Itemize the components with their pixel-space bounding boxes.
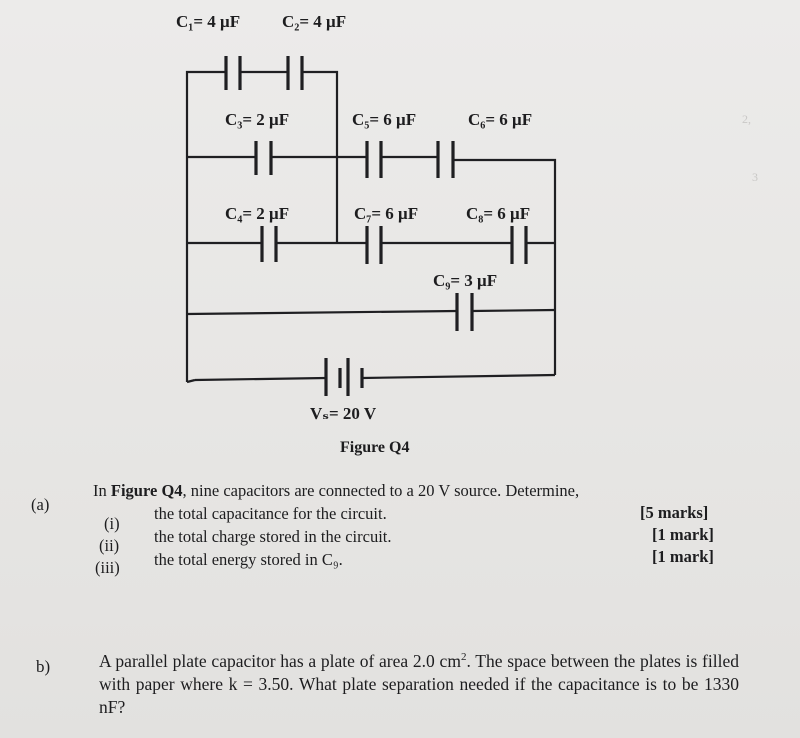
label-c3: C₃= 2 μF <box>225 110 290 129</box>
wire <box>194 376 327 382</box>
question-b-text: A parallel plate capacitor has a plate o… <box>99 646 739 719</box>
part-marks: [5 marks] <box>640 503 709 522</box>
question-a-number: (a) <box>31 495 50 514</box>
part-number: (i) <box>104 514 120 533</box>
label-c4: C₄= 2 μF <box>225 204 290 223</box>
show-through-mark: 2, <box>742 112 751 126</box>
label-c5: C₅= 6 μF <box>352 110 417 129</box>
show-through-mark: 3 <box>752 170 758 184</box>
part-marks: [1 mark] <box>652 525 714 544</box>
wire <box>302 70 339 243</box>
part-text: the total energy stored in C₉. <box>154 550 343 569</box>
wire <box>361 373 556 380</box>
label-c1: C₁= 4 μF <box>176 12 241 31</box>
label-c7: C₇= 6 μF <box>354 204 419 223</box>
question-a-figure-ref: Figure Q4 <box>110 481 183 500</box>
question-a-stem: In Figure Q4, nine capacitors are connec… <box>93 481 579 501</box>
wire <box>186 309 458 316</box>
figure-caption: Figure Q4 <box>340 439 410 456</box>
circuit-diagram <box>185 56 557 396</box>
wire <box>453 158 557 375</box>
question-a-stem-pre: In <box>93 481 111 500</box>
part-number: (iii) <box>95 558 120 577</box>
part-marks: [1 mark] <box>652 547 714 566</box>
wire <box>471 308 556 313</box>
question-b-text-1: A parallel plate capacitor has a plate o… <box>99 650 461 671</box>
part-text: the total capacitance for the circuit. <box>154 504 387 523</box>
label-c9: C₉= 3 μF <box>433 271 498 290</box>
part-number: (ii) <box>99 536 120 555</box>
wire <box>186 378 196 384</box>
question-b-superscript: 2 <box>460 651 467 663</box>
question-a-stem-post: , nine capacitors are connected to a 20 … <box>182 481 580 500</box>
question-b-text-2: . The space between the plates is filled… <box>99 650 739 717</box>
label-c2: C₂= 4 μF <box>282 12 347 31</box>
part-text: the total charge stored in the circuit. <box>154 527 392 546</box>
wire <box>185 70 226 382</box>
label-c6: C₆= 6 μF <box>468 110 533 129</box>
question-b-number: b) <box>36 657 51 676</box>
label-c8: C₈= 6 μF <box>466 204 531 223</box>
label-vs: Vₛ= 20 V <box>310 404 377 423</box>
